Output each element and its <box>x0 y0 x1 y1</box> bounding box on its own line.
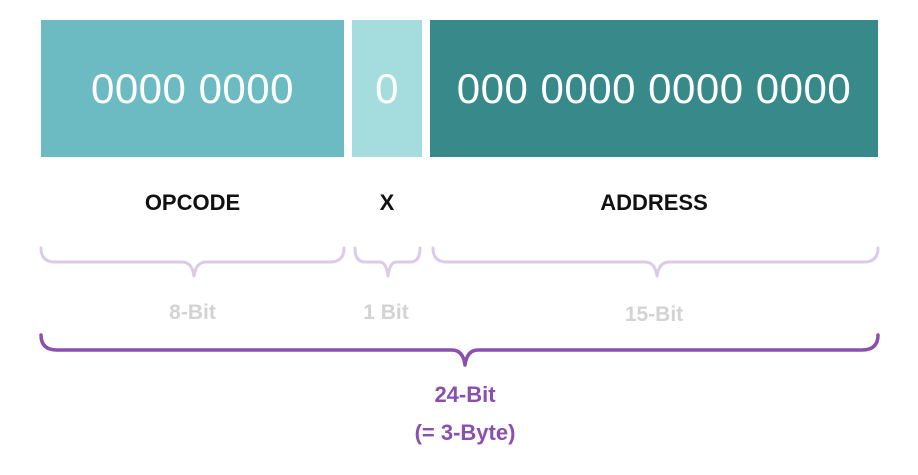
total-bytes: (= 3-Byte) <box>414 420 516 445</box>
address-bit-width: 15-Bit <box>624 303 684 326</box>
opcode-label: OPCODE <box>144 190 241 215</box>
x-bit-width: 1 Bit <box>363 301 409 324</box>
address-field-value: 000 0000 0000 0000 <box>456 64 852 112</box>
address-field-box: 000 0000 0000 0000 <box>430 20 878 157</box>
total-brace <box>39 333 880 367</box>
opcode-field-box: 0000 0000 <box>41 20 344 157</box>
x-field-box: 0 <box>352 20 422 157</box>
address-brace <box>431 246 880 278</box>
x-brace <box>353 246 422 278</box>
total-bits: 24-Bit <box>434 382 496 407</box>
x-label: X <box>379 190 395 215</box>
x-field-value: 0 <box>375 64 399 112</box>
address-label: ADDRESS <box>600 190 708 215</box>
opcode-field-value: 0000 0000 <box>90 64 295 112</box>
opcode-brace <box>39 246 346 278</box>
opcode-bit-width: 8-Bit <box>169 301 216 324</box>
